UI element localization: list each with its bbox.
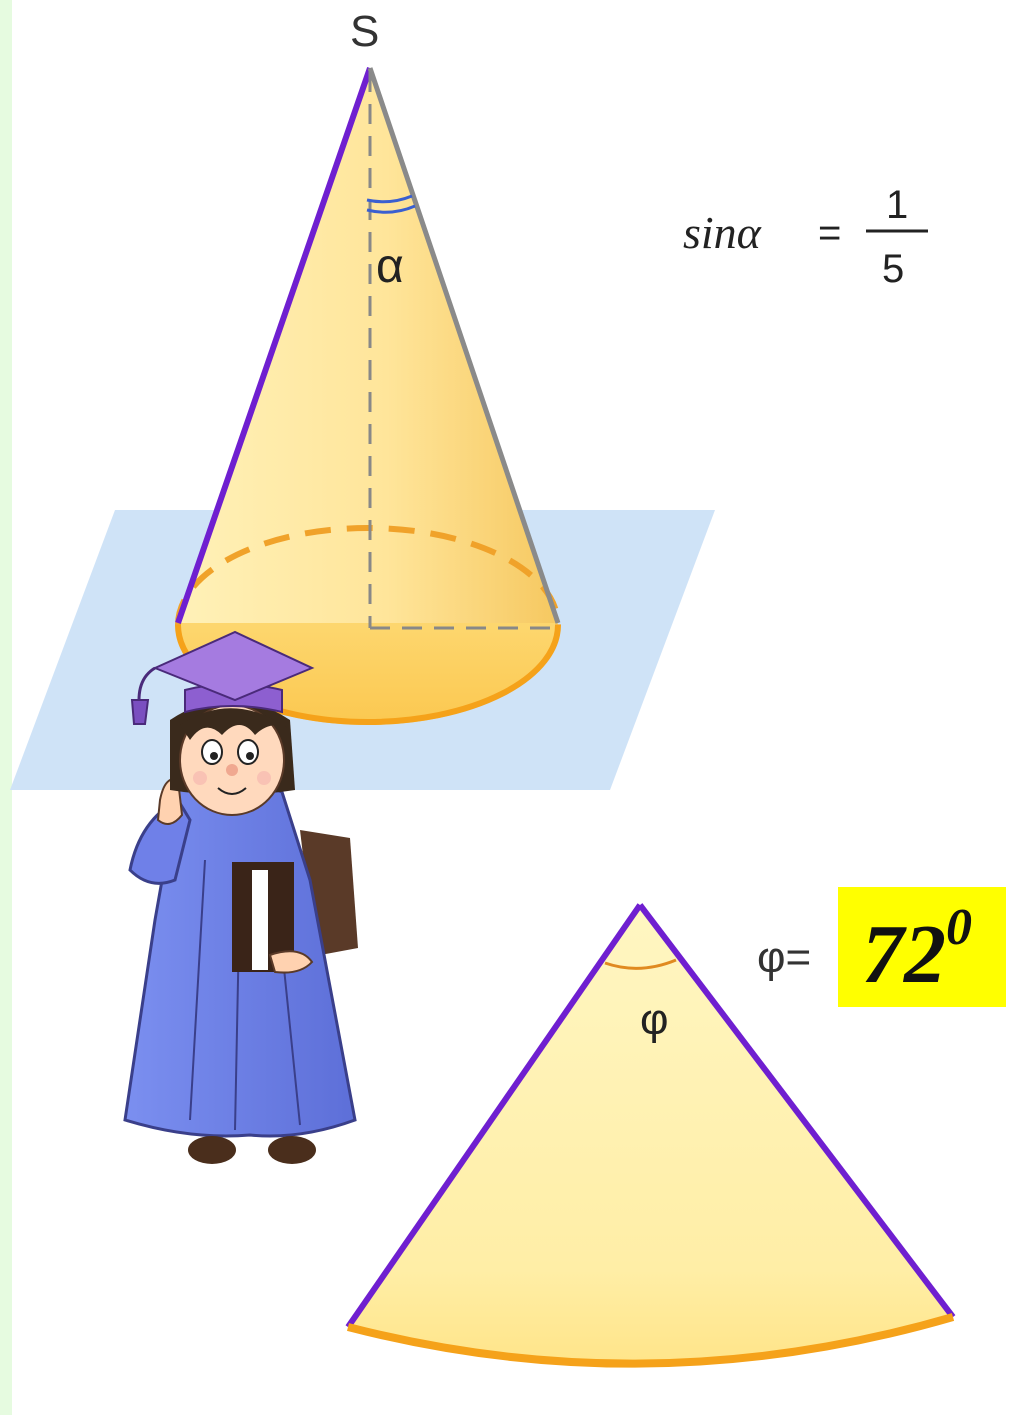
formula-numerator: 1 <box>886 183 908 227</box>
sector-radius-right <box>637 903 956 1319</box>
formula-equals: = <box>818 211 841 255</box>
answer-superscript: 0 <box>946 899 972 956</box>
formula-lhs: sinα <box>683 207 762 258</box>
cone-generator-right <box>367 67 561 624</box>
formula-denominator: 5 <box>882 247 904 291</box>
answer-value: 720 <box>862 899 972 1001</box>
angle-alpha-arc-2 <box>366 204 416 214</box>
student-character <box>123 630 358 1164</box>
answer-number: 72 <box>862 908 946 1001</box>
angle-alpha-label: α <box>376 240 404 293</box>
sector-fill <box>348 905 953 1362</box>
sector-arc <box>347 1313 955 1368</box>
left-margin-strip <box>0 0 12 1415</box>
cone-body <box>178 68 558 623</box>
answer-highlight <box>838 887 1006 1007</box>
apex-label: S <box>350 7 379 56</box>
answer-prefix: φ= <box>757 933 811 982</box>
angle-alpha-arc-1 <box>366 194 413 204</box>
angle-phi-arc <box>604 958 677 970</box>
cone-generator-left <box>175 67 373 624</box>
sector-radius-left <box>345 903 643 1329</box>
cone-base-back-arc <box>175 525 561 626</box>
angle-phi-label: φ <box>640 995 669 1044</box>
